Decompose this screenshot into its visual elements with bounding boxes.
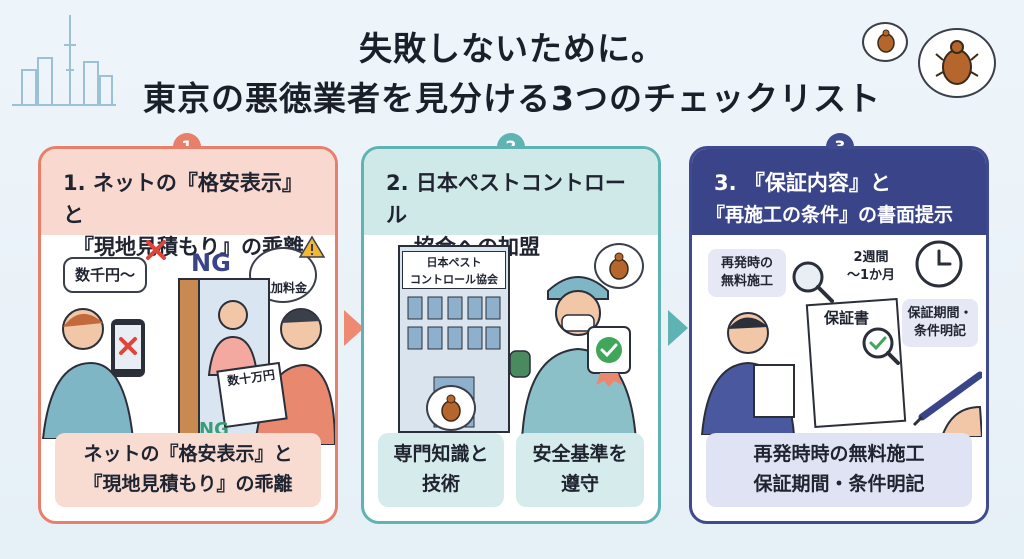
card-summary: ネットの『格安表示』と 『現地見積もり』の乖離	[55, 433, 321, 507]
ng-label-top: NG	[191, 249, 231, 277]
checklist-card-3: 3. 『保証内容』と 『再施工の条件』の書面提示 再発時の 無料施工 2週間 〜…	[689, 146, 989, 524]
customer-with-phone-illustration	[41, 308, 145, 439]
card-summary-a-line1: 専門知識と	[393, 443, 489, 465]
card-heading-line2: 『再施工の条件』の書面提示	[706, 204, 954, 226]
page-title-line1: 失敗しないために。	[359, 29, 665, 68]
association-sign: 日本ペスト コントロール協会	[402, 251, 506, 289]
pest-control-worker-illustration	[509, 276, 638, 441]
terms-tag: 保証期間・ 条件明記	[902, 299, 978, 347]
clock-icon	[915, 240, 963, 288]
step-arrow-2	[668, 310, 688, 346]
card-summary-b: 安全基準を 遵守	[516, 433, 644, 507]
terms-tag-line2: 条件明記	[913, 324, 966, 339]
check-badge-icon	[587, 326, 631, 387]
warranty-document-title: 保証書	[824, 309, 870, 327]
card-summary-line2: 『現地見積もり』の乖離	[83, 473, 293, 495]
association-sign-line2: コントロール協会	[410, 273, 498, 286]
card-heading-line1: 3. 『保証内容』と	[714, 171, 891, 195]
extra-fee-label: 追加料金	[258, 281, 307, 295]
card-summary-line1: ネットの『格安表示』と	[83, 443, 293, 465]
bedbug-bubble-small	[862, 22, 908, 62]
association-sign-line1: 日本ペスト	[426, 256, 482, 269]
card-summary-b-line1: 安全基準を	[532, 443, 628, 465]
pen-icon	[912, 371, 982, 437]
price-bubble: 数千円〜	[63, 257, 147, 293]
terms-tag-line1: 保証期間・	[907, 306, 973, 321]
card-summary-line2: 保証期間・条件明記	[753, 473, 925, 495]
card-summary-a: 専門知識と 技術	[378, 433, 504, 507]
card-heading: 1. ネットの『格安表示』と 『現地見積もり』の乖離	[41, 149, 335, 259]
document-check-icon	[862, 327, 900, 365]
page-title-line2: 東京の悪徳業者を見分ける3つのチェックリスト	[143, 79, 881, 118]
card-summary-b-line2: 遵守	[560, 473, 599, 495]
card-heading-line1: 1. ネットの『格安表示』と	[63, 171, 303, 227]
magnifier-icon	[792, 261, 834, 303]
bedbug-icon	[877, 29, 895, 53]
free-retreatment-line2: 無料施工	[720, 274, 773, 289]
card-summary-a-line2: 技術	[421, 473, 460, 495]
checklist-card-2: 2. 日本ペストコントロール 協会への加盟 日本ペスト コントロール協会 専門知…	[361, 146, 661, 524]
warranty-period-tag: 2週間 〜1か月	[836, 243, 906, 291]
card-heading: 2. 日本ペストコントロール 協会への加盟	[364, 149, 658, 259]
free-retreatment-tag: 再発時の 無料施工	[708, 249, 786, 297]
door-and-worker-illustration	[178, 278, 335, 445]
checklist-card-1: 1. ネットの『格安表示』と 『現地見積もり』の乖離 数千円〜 NG 追加料金 …	[38, 146, 338, 524]
customer-reading-illustration	[700, 312, 796, 435]
warranty-period-line1: 2週間	[853, 250, 889, 265]
step-arrow-1	[344, 310, 364, 346]
city-skyline-icon	[12, 15, 116, 106]
bedbug-icon	[935, 40, 979, 85]
warning-icon	[299, 235, 325, 258]
card-summary: 再発時時の無料施工 保証期間・条件明記	[706, 433, 972, 507]
cross-icon	[146, 240, 166, 260]
card-heading-line1: 2. 日本ペストコントロール	[386, 171, 626, 227]
free-retreatment-line1: 再発時の	[720, 256, 773, 271]
card-summary-line1: 再発時時の無料施工	[753, 443, 925, 465]
bedbug-icon	[441, 394, 461, 422]
warranty-period-line2: 〜1か月	[846, 268, 896, 283]
card-heading: 3. 『保証内容』と 『再施工の条件』の書面提示	[692, 149, 986, 235]
bedbug-icon	[609, 252, 629, 280]
